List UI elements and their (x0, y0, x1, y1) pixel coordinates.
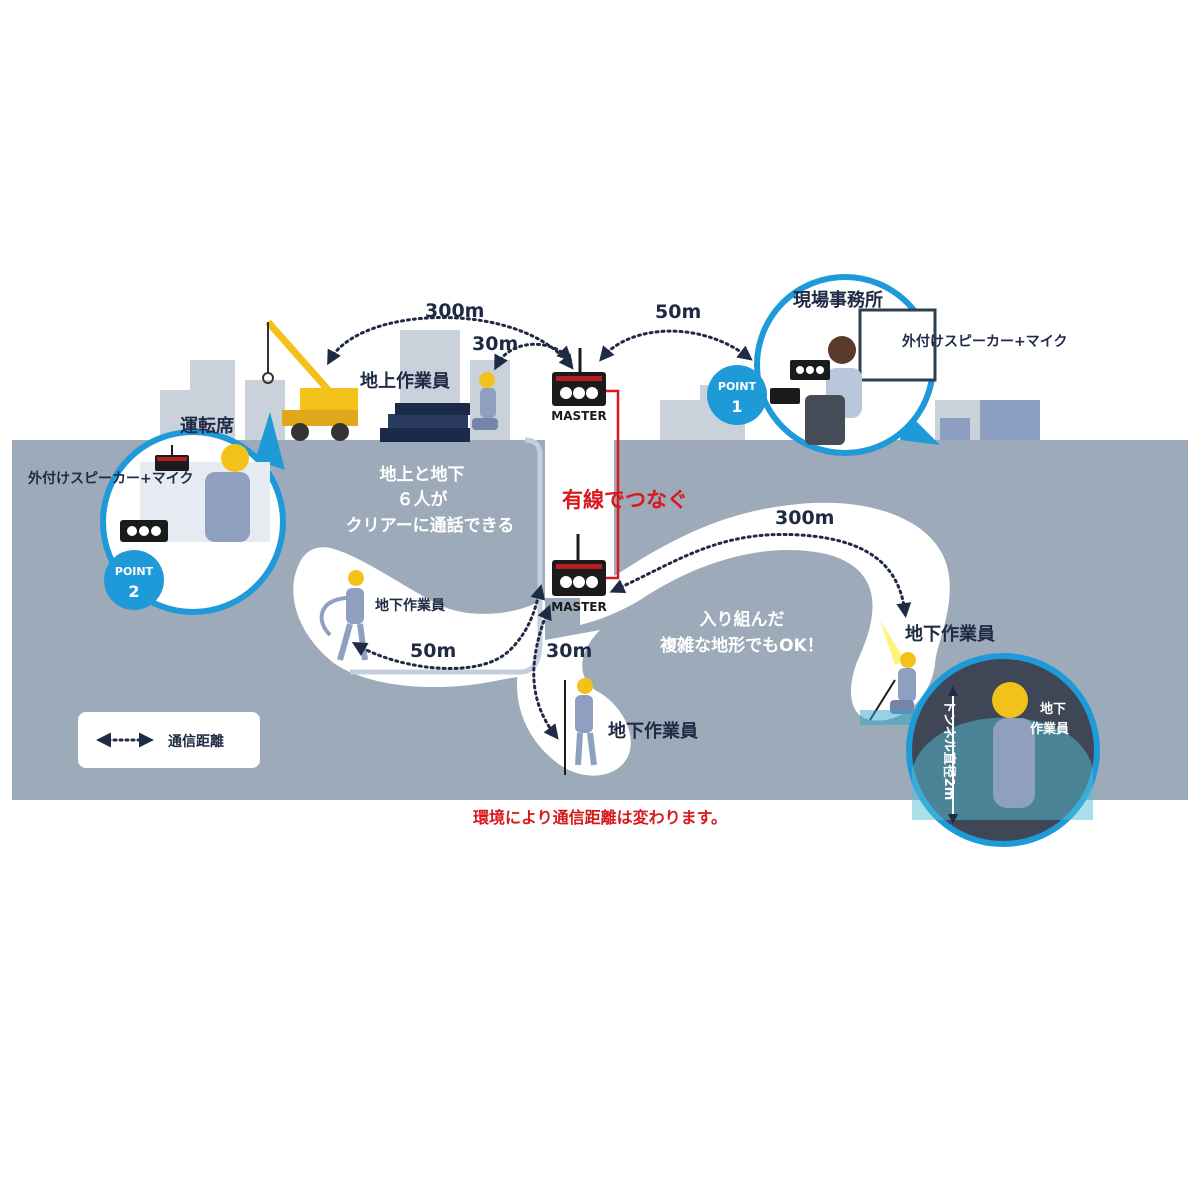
under-worker-inset-line1: 地下 (1040, 701, 1066, 717)
distance-crane-master: 300m (425, 300, 484, 322)
cab-label: 運転席 (180, 415, 234, 437)
footer-note: 環境により通信距離は変わります。 (473, 808, 727, 827)
clear-call-line2: ６人が (397, 489, 448, 510)
site-office-label: 現場事務所 (793, 289, 883, 311)
ground-worker-label: 地上作業員 (360, 370, 450, 392)
wired-connection (605, 389, 620, 580)
office-inset (754, 274, 940, 456)
under-worker-right-label: 地下作業員 (905, 623, 995, 645)
under-worker-left-label: 地下作業員 (375, 597, 445, 614)
arrow-crane-master (327, 316, 574, 370)
arrow-right-tunnel (609, 532, 912, 618)
arrow-left-tunnel (351, 584, 546, 670)
point1-number: 1 (731, 397, 742, 416)
ext-speaker-right-label: 外付けスピーカー+マイク (902, 333, 1067, 350)
legend-label: 通信距離 (168, 733, 224, 750)
under-worker-inset-line2: 作業員 (1030, 721, 1069, 737)
crane (262, 319, 358, 441)
point1-badge (707, 365, 767, 425)
clear-call-line3: クリアーに通話できる (346, 515, 515, 536)
distance-left-tunnel: 50m (410, 640, 456, 662)
distance-worker-master: 30m (472, 333, 518, 355)
master-unit-top (552, 348, 606, 406)
complex-terrain-line1: 入り組んだ (700, 609, 785, 630)
point2-number: 2 (128, 582, 139, 601)
point2-badge (104, 550, 164, 610)
arrow-worker-master (494, 342, 573, 371)
right-tunnel (580, 502, 950, 721)
distance-office-master: 50m (655, 301, 701, 323)
distance-arrows (327, 316, 912, 740)
point2-word: POINT (115, 565, 154, 578)
text-layer: 300m 30m 50m 300m 50m 30m 地上作業員 運転席 外付けス… (28, 289, 1069, 827)
ground-worker-figure (472, 372, 498, 430)
distance-right-tunnel: 300m (775, 507, 834, 529)
under-worker-center-figure (564, 678, 597, 775)
clear-call-line1: 地上と地下 (380, 464, 465, 485)
wired-label: 有線でつなぐ (562, 488, 688, 512)
master-bottom-label: MASTER (551, 600, 607, 614)
blocks (380, 403, 470, 442)
complex-terrain-line2: 複雑な地形でもOK！ (659, 635, 824, 656)
under-worker-center-label: 地下作業員 (608, 720, 698, 742)
arrow-office-master (599, 329, 753, 362)
arrow-center-shaft (532, 604, 559, 740)
tunnel-inset (906, 653, 1100, 847)
legend (78, 712, 260, 768)
distance-center-shaft: 30m (546, 640, 592, 662)
master-top-label: MASTER (551, 409, 607, 423)
tunnel-diameter-label: トンネル直径2m (941, 700, 957, 800)
point1-word: POINT (718, 380, 757, 393)
master-unit-bottom (552, 534, 606, 596)
ext-speaker-left-label: 外付けスピーカー+マイク (28, 470, 193, 487)
